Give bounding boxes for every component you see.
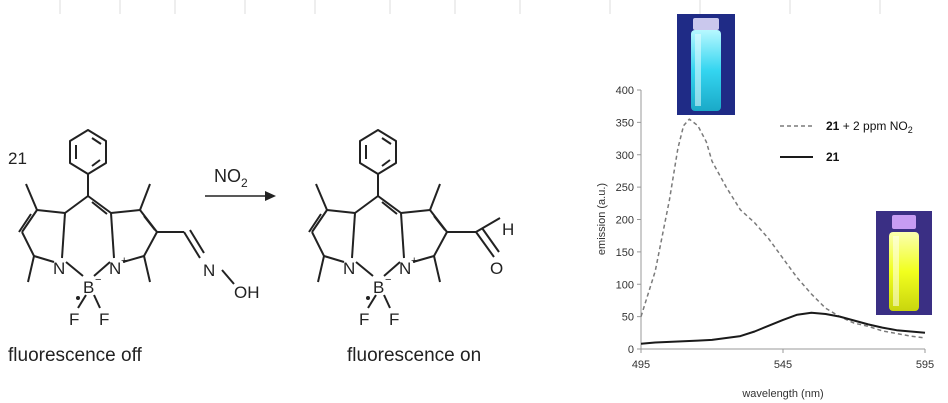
charge-minus-2: − [385,274,391,286]
reagent-subscript: 2 [241,176,248,190]
x-tick-group: 495 545 595 [632,349,934,371]
atom-f-2: F [99,310,109,329]
charge-minus: − [95,274,101,286]
y-tick-label: 50 [622,312,634,324]
legend-treated-rest: + 2 ppm NO [839,119,907,133]
legend-label-control: 21 [826,150,840,164]
y-tick-label: 200 [616,215,634,227]
y-tick-label: 400 [616,85,634,97]
y-tick-label: 350 [616,117,634,129]
boron-lone-dot-right [366,296,370,300]
legend: 21 + 2 ppm NO2 21 [780,119,913,164]
atom-h-aldehyde: H [502,220,514,239]
y-tick-label: 300 [616,150,634,162]
reaction-arrow [205,191,276,201]
molecule-aldehyde-labels: N N + B − F F H O fluorescence on [343,220,514,366]
compound-number-label: 21 [8,149,27,168]
x-axis-title: wavelength (nm) [741,388,823,400]
atom-oh-oxime: OH [234,283,260,302]
emission-chart: 0 50 100 150 200 250 300 350 400 495 545 595 emiss… [596,85,934,400]
atom-f-4: F [389,310,399,329]
atom-n-left: N [53,259,65,278]
x-tick-label: 545 [774,359,792,371]
y-tick-group: 0 50 100 150 200 250 300 350 400 [616,85,641,356]
molecule-21-oxime [18,129,235,309]
legend-label-treated: 21 + 2 ppm NO2 [826,119,913,135]
reagent-text: NO [214,166,241,186]
atom-n-right: N [109,259,121,278]
top-watermark-band [59,0,881,14]
series-line-21-plus-no2 [640,118,926,339]
atom-b-2: B [373,278,384,297]
legend-treated-sub: 2 [908,125,913,135]
y-axis-title: emission (a.u.) [596,183,608,255]
legend-treated-bold: 21 [826,119,840,133]
fluorescence-off-caption: fluorescence off [8,345,143,366]
atom-o-aldehyde: O [490,259,503,278]
y-tick-label: 100 [616,279,634,291]
atom-f-3: F [359,310,369,329]
y-tick-label: 250 [616,182,634,194]
atom-n-right-2: N [399,259,411,278]
atom-b: B [83,278,94,297]
atom-n-left-2: N [343,259,355,278]
fluorescence-on-caption: fluorescence on [347,345,481,366]
atom-f-1: F [69,310,79,329]
charge-plus-2: + [411,255,417,267]
boron-lone-dot-left [76,296,80,300]
vial-photo-cyan [677,14,735,115]
atom-n-oxime: N [203,261,215,280]
reagent-label: NO2 [214,166,248,190]
y-tick-label: 0 [628,344,634,356]
y-tick-label: 150 [616,247,634,259]
x-tick-label: 595 [916,359,934,371]
series-line-21 [640,311,926,345]
charge-plus: + [121,255,127,267]
series-group [640,118,926,345]
molecule-21-labels: 21 N N + B − F F N OH fluorescence off [8,149,260,366]
vial-photo-yellow [876,211,932,315]
molecule-aldehyde [308,129,501,309]
x-tick-label: 495 [632,359,650,371]
